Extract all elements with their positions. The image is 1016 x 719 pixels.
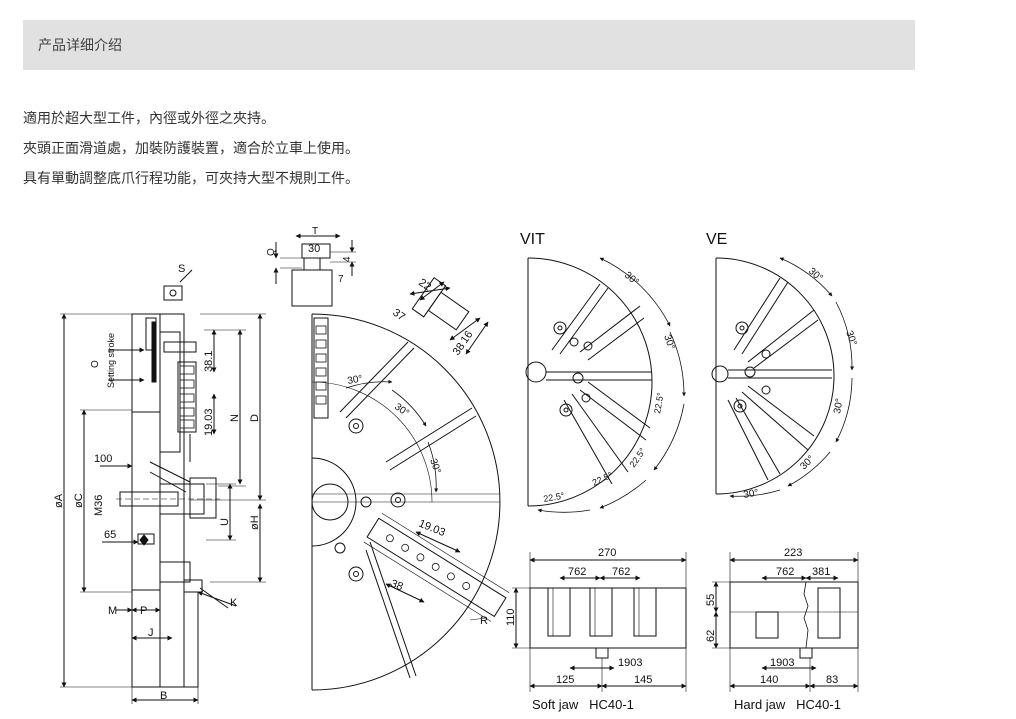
label-22: 22 <box>416 277 433 294</box>
hard-jaw-labels: 223 762 381 55 62 1903 140 83 Hard jaw H… <box>705 547 841 712</box>
label-n: N <box>229 414 241 422</box>
label-p: P <box>140 605 147 617</box>
hard-jaw-drawing <box>712 552 859 692</box>
label-38-slot: 38 <box>389 578 405 594</box>
label-oA: øA <box>53 493 65 508</box>
hard-jaw-55: 55 <box>705 594 717 606</box>
hard-jaw-140: 140 <box>760 674 778 686</box>
label-s: S <box>178 263 185 275</box>
soft-jaw-caption: Soft jaw HC40-1 <box>532 697 634 712</box>
product-description: 適用於超大型工件，內徑或外徑之夾持。 夾頭正面滑道處，加裝防護裝置，適合於立車上… <box>23 104 359 194</box>
label-oH: øH <box>249 515 261 530</box>
label-t: T <box>312 226 318 237</box>
ve-30deg-d: 30° <box>798 454 816 472</box>
label-setting-stroke: Setting stroke <box>106 333 116 388</box>
label-30deg-b: 30° <box>392 401 411 419</box>
vit-22-5deg-c: 22.5° <box>591 470 615 488</box>
soft-jaw-270: 270 <box>598 547 616 559</box>
ve-title: VE <box>706 231 727 248</box>
vit-30deg-b: 30° <box>661 333 677 351</box>
ve-view <box>711 257 855 499</box>
hard-jaw-1903: 1903 <box>770 657 794 669</box>
label-r: R <box>480 615 488 627</box>
label-b: B <box>160 690 167 702</box>
section-title: 产品详细介绍 <box>38 38 122 54</box>
label-16: 16 <box>459 329 476 346</box>
label-k: K <box>230 597 238 609</box>
ve-30deg-a: 30° <box>806 266 825 284</box>
label-u: U <box>219 518 231 526</box>
hard-jaw-381: 381 <box>812 566 830 578</box>
label-65: 65 <box>104 529 116 541</box>
ve-30deg-b: 30° <box>843 329 859 347</box>
front-view-labels: T 30 Q 4 7 22 37 16 38 30° 30° 30° 19.03… <box>266 226 488 627</box>
soft-jaw-110: 110 <box>505 608 517 626</box>
label-19-03-slot: 19.03 <box>417 518 447 539</box>
hard-jaw-762: 762 <box>776 566 794 578</box>
vit-labels: VIT 30° 30° 22.5° 22.5° 22.5° 22.5° <box>520 231 677 504</box>
label-30deg-c: 30° <box>427 457 443 475</box>
ve-30deg-e: 30° <box>743 487 760 500</box>
label-oC: øC <box>73 493 85 508</box>
label-m36: M36 <box>93 495 105 516</box>
description-line-1: 適用於超大型工件，內徑或外徑之夾持。 <box>23 111 275 127</box>
vit-view <box>525 257 687 513</box>
label-q: Q <box>266 248 277 256</box>
label-j: J <box>148 627 154 639</box>
chuck-technical-drawing: S Setting stroke O øA øC M36 100 65 M P … <box>53 226 859 712</box>
vit-22-5deg-b: 22.5° <box>627 446 648 469</box>
hard-jaw-caption: Hard jaw HC40-1 <box>734 697 841 712</box>
label-d: D <box>249 414 261 422</box>
side-view <box>60 269 266 704</box>
soft-jaw-labels: 270 762 762 110 1903 125 145 Soft jaw HC… <box>505 547 652 712</box>
label-7: 7 <box>338 274 344 285</box>
label-o: O <box>90 360 101 368</box>
label-37: 37 <box>390 307 407 324</box>
label-30deg-a: 30° <box>347 373 364 386</box>
label-m: M <box>108 605 117 617</box>
description-line-2: 夾頭正面滑道處，加裝防護裝置，適合於立車上使用。 <box>23 141 359 157</box>
label-30-jaw: 30 <box>308 243 320 255</box>
soft-jaw-762-a: 762 <box>568 566 586 578</box>
label-19-03: 19.03 <box>203 408 215 436</box>
soft-jaw-125: 125 <box>556 674 574 686</box>
ve-labels: VE 30° 30° 30° 30° 30° <box>706 231 859 501</box>
section-header: 产品详细介绍 <box>23 20 915 70</box>
label-4: 4 <box>342 256 353 262</box>
vit-22-5deg-a: 22.5° <box>652 391 666 414</box>
hard-jaw-62: 62 <box>705 630 717 642</box>
vit-22-5deg-d: 22.5° <box>543 490 566 504</box>
label-38-1: 38.1 <box>203 351 215 372</box>
hard-jaw-223: 223 <box>784 547 802 559</box>
label-38-jaw: 38 <box>451 341 468 358</box>
soft-jaw-drawing <box>512 552 687 692</box>
label-100: 100 <box>94 453 112 465</box>
soft-jaw-145: 145 <box>634 674 652 686</box>
soft-jaw-762-b: 762 <box>612 566 630 578</box>
ve-30deg-c: 30° <box>832 398 845 415</box>
vit-title: VIT <box>520 231 545 248</box>
side-view-labels: S Setting stroke O øA øC M36 100 65 M P … <box>53 263 261 702</box>
hard-jaw-83: 83 <box>826 674 838 686</box>
description-line-3: 具有單動調整底爪行程功能，可夾持大型不規則工件。 <box>23 171 359 187</box>
front-view <box>273 233 510 691</box>
soft-jaw-1903: 1903 <box>618 657 642 669</box>
